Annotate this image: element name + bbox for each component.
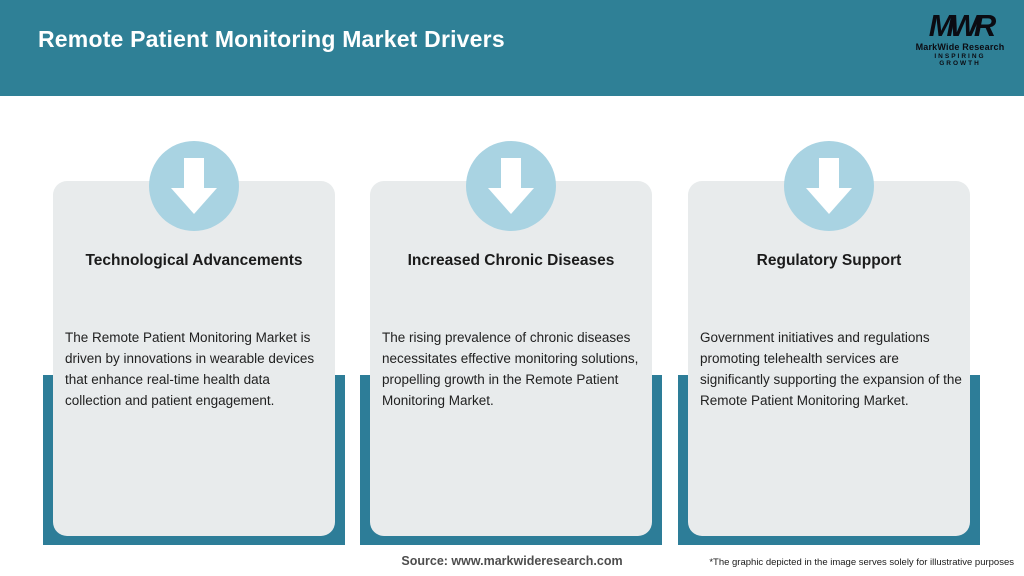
source-text: Source: www.markwideresearch.com bbox=[401, 554, 623, 568]
down-arrow-icon bbox=[184, 158, 204, 188]
down-arrow-badge bbox=[466, 141, 556, 231]
markwide-research-logo: MWR MarkWide Research INSPIRING GROWTH bbox=[912, 8, 1008, 67]
driver-card-technological-advancements: Technological Advancements The Remote Pa… bbox=[43, 141, 345, 545]
card-description: Government initiatives and regulations p… bbox=[700, 330, 962, 408]
card-body bbox=[370, 181, 652, 536]
down-arrow-icon bbox=[171, 188, 217, 214]
down-arrow-icon bbox=[501, 158, 521, 188]
logo-tagline: INSPIRING GROWTH bbox=[934, 53, 986, 67]
header-banner: Remote Patient Monitoring Market Drivers… bbox=[0, 0, 1024, 96]
card-title: Technological Advancements bbox=[85, 252, 303, 269]
card-body bbox=[53, 181, 335, 536]
card-description: The Remote Patient Monitoring Market is … bbox=[65, 330, 315, 408]
down-arrow-icon bbox=[488, 188, 534, 214]
page-title: Remote Patient Monitoring Market Drivers bbox=[38, 26, 505, 52]
card-title: Increased Chronic Diseases bbox=[407, 252, 615, 269]
disclaimer-text: *The graphic depicted in the image serve… bbox=[709, 557, 1014, 568]
card-body bbox=[688, 181, 970, 536]
down-arrow-icon bbox=[806, 188, 852, 214]
down-arrow-badge bbox=[149, 141, 239, 231]
driver-card-increased-chronic-diseases: Increased Chronic Diseases The rising pr… bbox=[360, 141, 662, 545]
logo-monogram: MWR bbox=[928, 8, 996, 43]
down-arrow-icon bbox=[819, 158, 839, 188]
card-description: The rising prevalence of chronic disease… bbox=[382, 330, 639, 408]
driver-card-regulatory-support: Regulatory Support Government initiative… bbox=[678, 141, 980, 545]
logo-name: MarkWide Research bbox=[915, 42, 1005, 52]
card-title: Regulatory Support bbox=[756, 252, 902, 269]
down-arrow-badge bbox=[784, 141, 874, 231]
